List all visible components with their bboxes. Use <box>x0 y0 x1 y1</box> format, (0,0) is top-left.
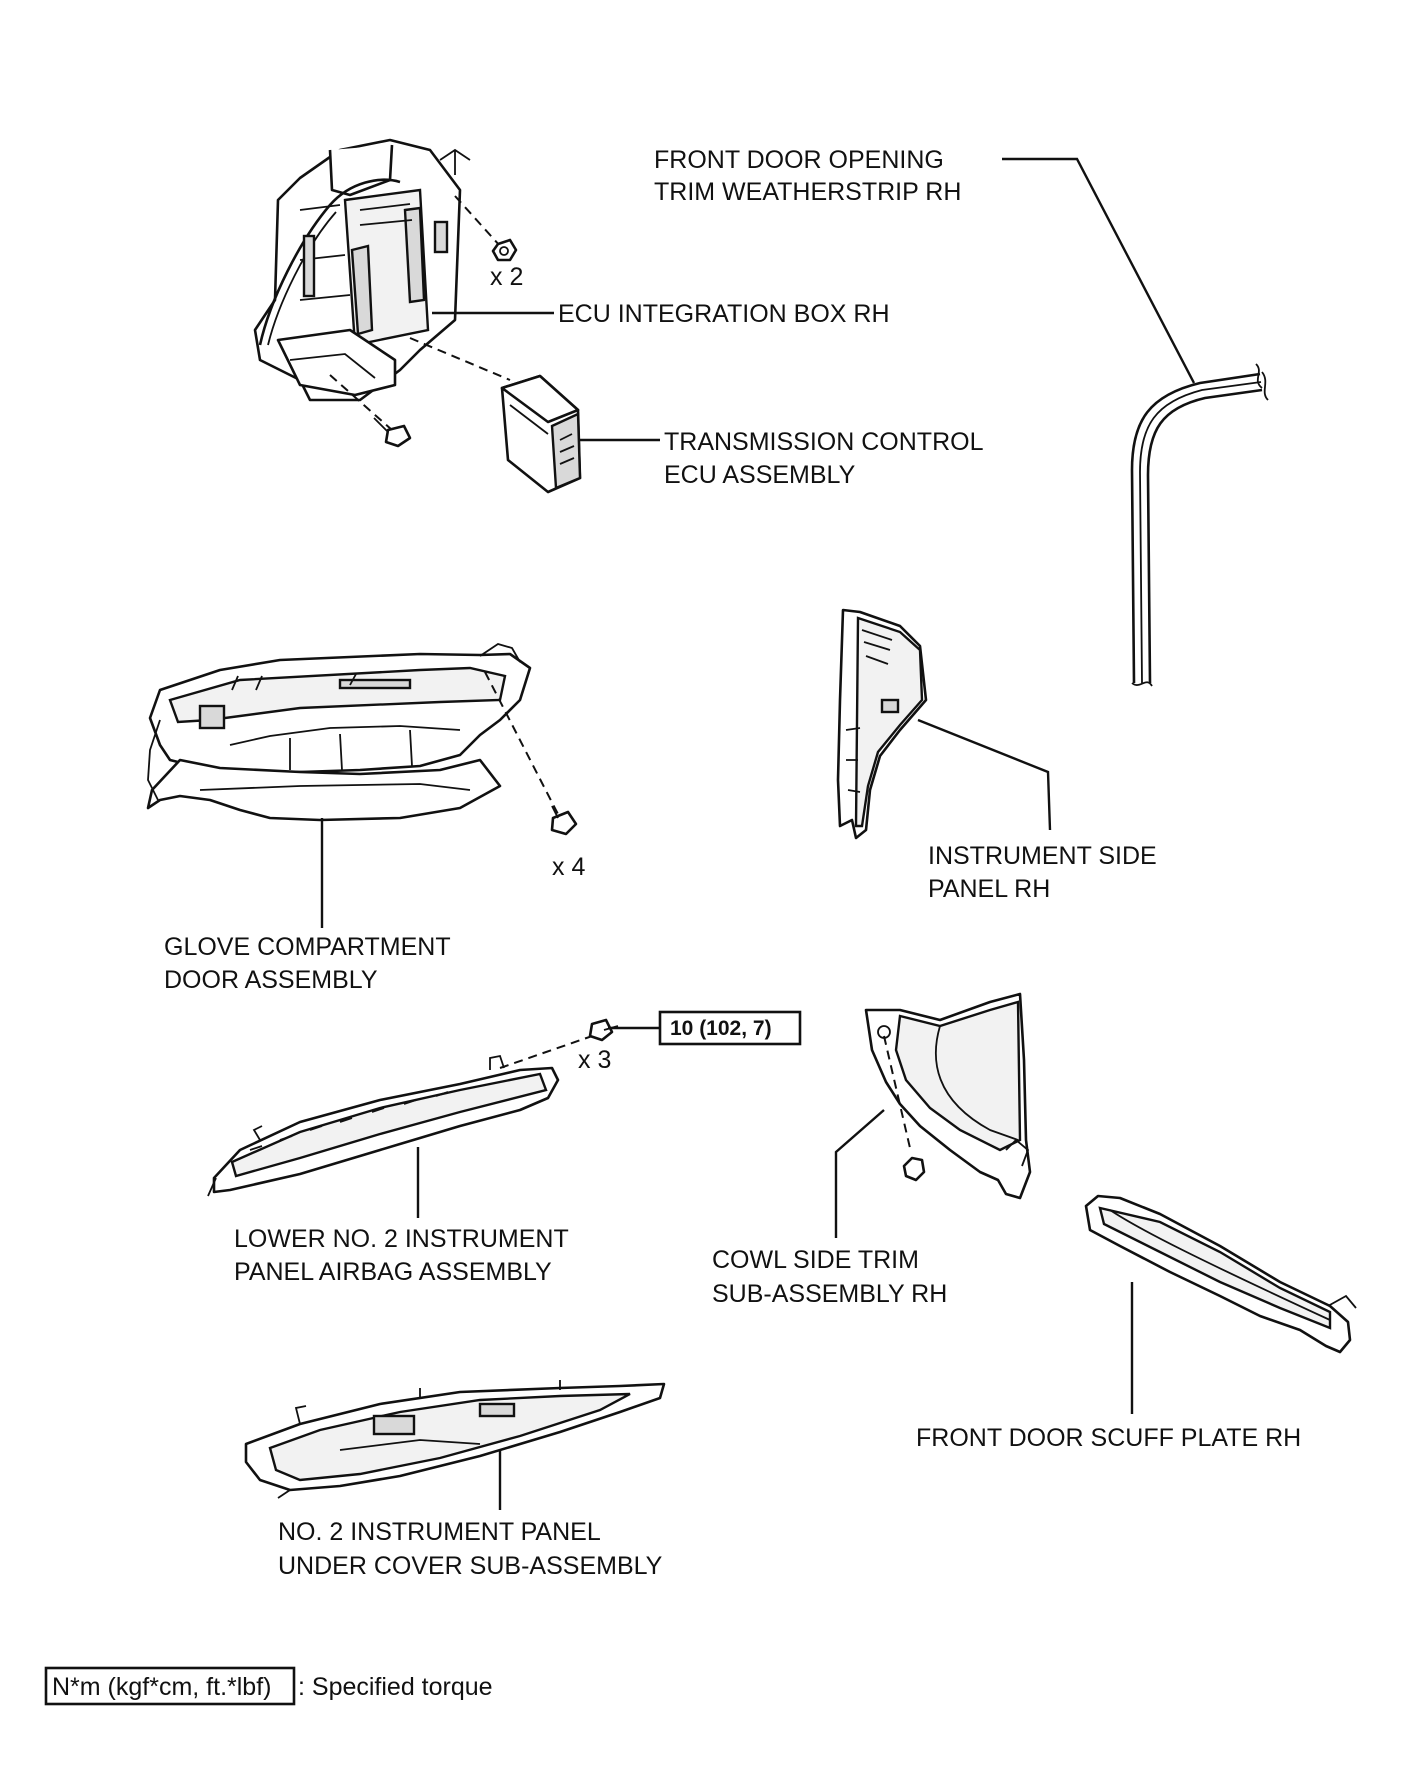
under-cover-drawing <box>244 1380 666 1499</box>
airbag-label-line2: PANEL AIRBAG ASSEMBLY <box>234 1258 552 1286</box>
ecu-box-label: ECU INTEGRATION BOX RH <box>558 300 890 328</box>
tcm-label-line2: ECU ASSEMBLY <box>664 461 856 489</box>
legend-unit-box <box>44 1666 296 1706</box>
airbag-label-line1: LOWER NO. 2 INSTRUMENT <box>234 1225 569 1253</box>
cowl-side-trim-drawing <box>864 992 1032 1200</box>
weatherstrip-leader <box>1002 157 1196 384</box>
airbag-bolt-quantity: x 3 <box>578 1046 611 1074</box>
instrument-side-panel-drawing <box>836 608 928 840</box>
glove-screw-quantity: x 4 <box>552 853 585 881</box>
tcm-label-line1: TRANSMISSION CONTROL <box>664 428 984 456</box>
weatherstrip-drawing <box>1130 363 1269 687</box>
cowl-label-line1: COWL SIDE TRIM <box>712 1246 919 1274</box>
legend-description: : Specified torque <box>298 1673 493 1701</box>
airbag-bolt-drawing <box>588 1018 619 1042</box>
ecu-integration-box-drawing <box>253 138 471 402</box>
cowl-trim-nut-drawing <box>902 1156 926 1182</box>
transmission-control-ecu-drawing <box>500 374 582 494</box>
side-panel-label-line1: INSTRUMENT SIDE <box>928 842 1157 870</box>
under-cover-label-line1: NO. 2 INSTRUMENT PANEL <box>278 1518 601 1546</box>
glove-label-line2: DOOR ASSEMBLY <box>164 966 378 994</box>
scuff-label: FRONT DOOR SCUFF PLATE RH <box>916 1424 1301 1452</box>
ecu-nut-quantity: x 2 <box>490 263 523 291</box>
weatherstrip-label-line1: FRONT DOOR OPENING <box>654 146 944 174</box>
glove-compartment-door-drawing <box>146 643 532 822</box>
weatherstrip-label-line2: TRIM WEATHERSTRIP RH <box>654 178 961 206</box>
torque-spec-value: 10 (102, 7) <box>670 1017 772 1040</box>
glove-label-line1: GLOVE COMPARTMENT <box>164 933 451 961</box>
side-panel-label-line2: PANEL RH <box>928 875 1050 903</box>
side-panel-leader <box>917 718 1052 831</box>
cowl-leader <box>834 1109 885 1238</box>
under-cover-label-line2: UNDER COVER SUB-ASSEMBLY <box>278 1552 663 1580</box>
glove-door-screw-drawing <box>550 805 578 836</box>
torque-spec-box <box>658 1010 802 1046</box>
ecu-box-nut-drawing <box>491 238 518 262</box>
cowl-label-line2: SUB-ASSEMBLY RH <box>712 1280 947 1308</box>
airbag-assembly-drawing <box>207 1054 560 1197</box>
front-door-scuff-plate-drawing <box>1084 1194 1357 1354</box>
legend-unit-text: N*m (kgf*cm, ft.*lbf) <box>52 1673 271 1701</box>
ecu-box-screw-drawing <box>373 417 412 448</box>
